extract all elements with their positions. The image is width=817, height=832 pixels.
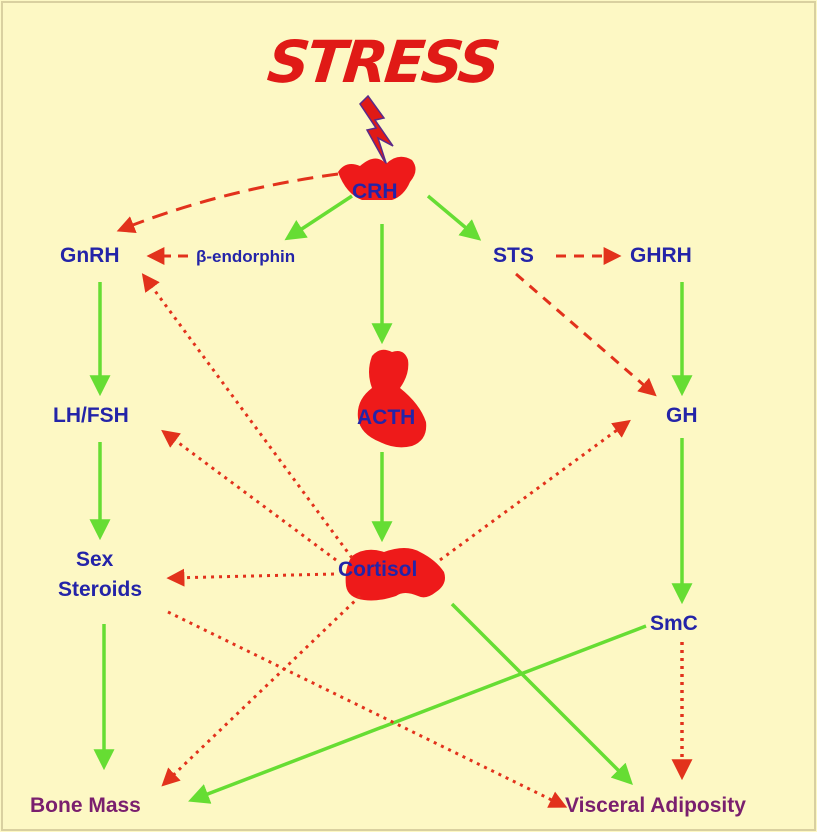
- arrow-cortisol-lhfsh: [164, 432, 336, 560]
- node-ghrh: GHRH: [630, 244, 692, 268]
- node-cortisol: Cortisol: [338, 558, 417, 582]
- node-crh: CRH: [352, 180, 398, 204]
- arrow-crh-gnrh: [120, 174, 338, 230]
- arrow-cortisol-gh: [440, 422, 628, 560]
- node-sts: STS: [493, 244, 534, 268]
- arrow-sexsteroids-visceraladiposity: [168, 612, 564, 806]
- arrow-crh-beta-endorphin: [288, 196, 352, 238]
- arrow-smc-bonemass: [192, 626, 646, 800]
- pituitary-shape: [358, 350, 426, 448]
- node-sex-steroids-line2: Steroids: [58, 578, 142, 602]
- node-visceral-adiposity: Visceral Adiposity: [565, 794, 746, 818]
- node-smc: SmC: [650, 612, 698, 636]
- node-lh-fsh: LH/FSH: [53, 404, 129, 428]
- lightning-bolt-icon: [360, 96, 393, 166]
- arrow-sts-gh: [516, 274, 654, 394]
- arrow-cortisol-gnrh: [144, 276, 352, 558]
- arrow-crh-sts: [428, 196, 478, 238]
- arrow-cortisol-sexsteroids: [170, 574, 334, 578]
- arrow-cortisol-bonemass: [164, 596, 360, 784]
- node-beta-endorphin: β-endorphin: [196, 245, 295, 269]
- node-sex-steroids-line1: Sex: [76, 548, 113, 572]
- stress-title: STRESS: [264, 28, 500, 96]
- arrow-cortisol-visceraladiposity: [452, 604, 630, 782]
- node-gnrh: GnRH: [60, 244, 120, 268]
- node-bone-mass: Bone Mass: [30, 794, 141, 818]
- node-gh: GH: [666, 404, 698, 428]
- node-acth: ACTH: [357, 406, 415, 430]
